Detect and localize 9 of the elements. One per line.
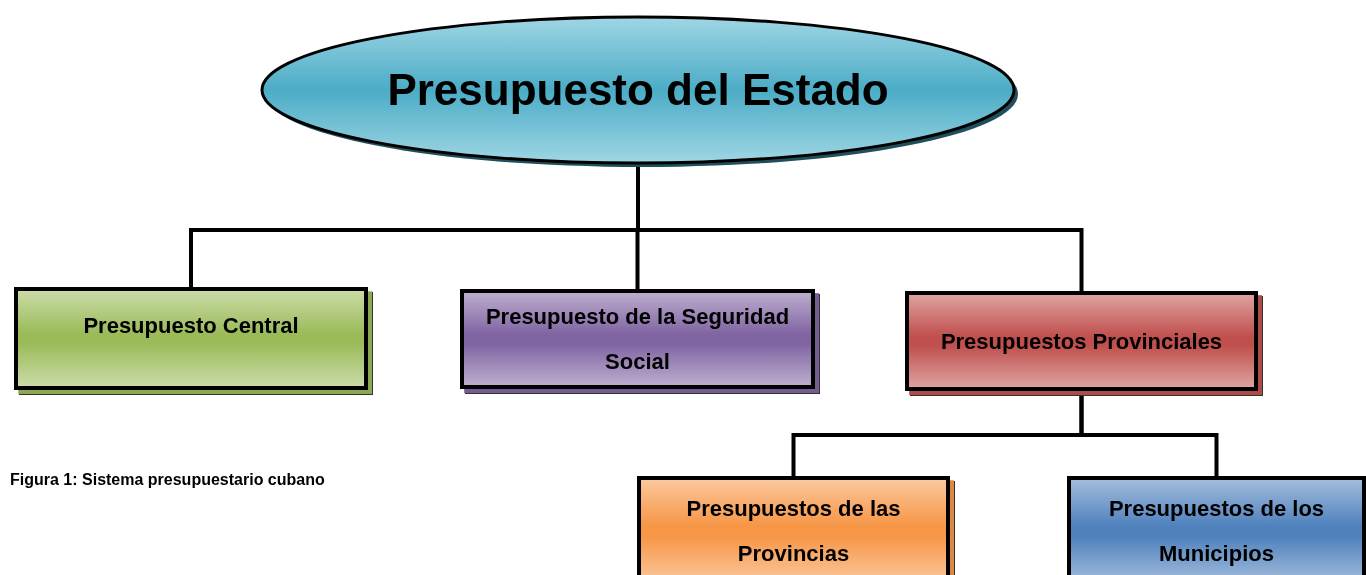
box-label: Presupuesto Central bbox=[82, 312, 300, 340]
box-label: Presupuestos de los Municipios bbox=[1107, 495, 1326, 568]
budget-box bbox=[1067, 476, 1366, 575]
box-label: Presupuestos Provinciales bbox=[939, 327, 1224, 356]
figure-caption: Figura 1: Sistema presupuestario cubano bbox=[10, 471, 325, 489]
box-label: Presupuesto de la Seguridad Social bbox=[484, 303, 791, 376]
box-label: Presupuestos de las Provincias bbox=[685, 495, 902, 568]
title-text: Presupuesto del Estado bbox=[387, 65, 889, 115]
connector-line bbox=[636, 165, 1084, 291]
